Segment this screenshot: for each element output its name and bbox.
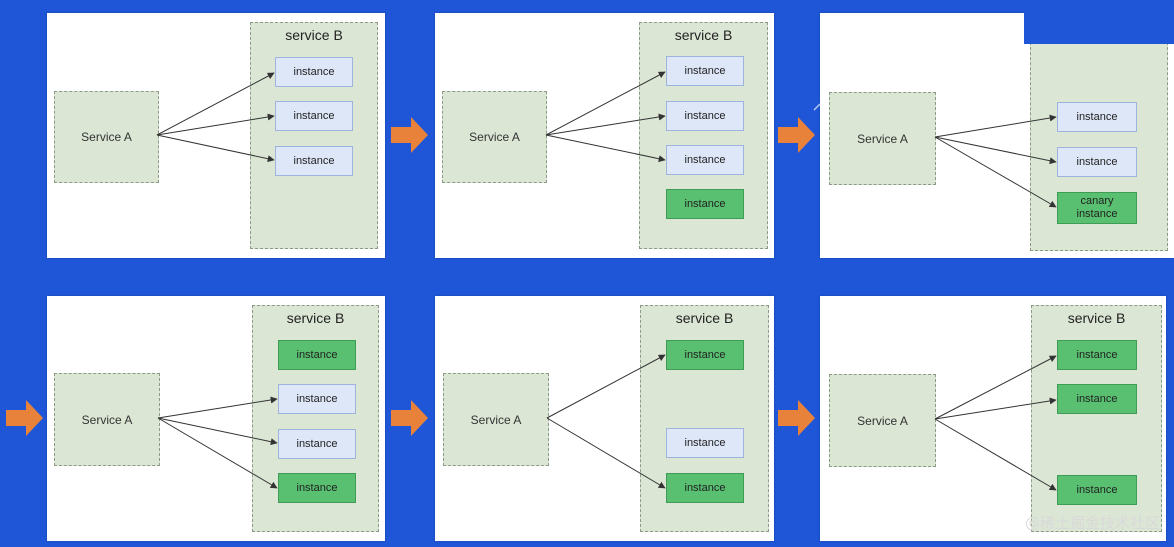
- instance-box: instance: [1057, 102, 1137, 132]
- flow-arrow-icon: [391, 400, 428, 436]
- service-b-title: service B: [674, 27, 733, 43]
- service-a-box: Service A: [829, 374, 936, 467]
- service-a-box: Service A: [54, 373, 160, 466]
- flow-arrow-icon: [778, 117, 815, 153]
- service-b-title: service B: [286, 310, 345, 326]
- instance-box: instance: [278, 429, 356, 459]
- instance-box: instance: [278, 384, 356, 414]
- flow-arrow-icon: [6, 400, 43, 436]
- instance-box: instance: [666, 56, 744, 86]
- instance-box: instance: [275, 101, 353, 131]
- new-instance-box: instance: [1057, 475, 1137, 505]
- instance-box: instance: [1057, 147, 1137, 177]
- new-instance-box: instance: [666, 189, 744, 219]
- instance-box: instance: [666, 428, 744, 458]
- canary-instance-box: canary instance: [1057, 192, 1137, 224]
- new-instance-box: instance: [278, 340, 356, 370]
- service-a-box: Service A: [54, 91, 159, 183]
- new-instance-box: instance: [1057, 340, 1137, 370]
- instance-box: instance: [275, 146, 353, 176]
- new-instance-box: instance: [278, 473, 356, 503]
- new-instance-box: instance: [1057, 384, 1137, 414]
- service-a-box: Service A: [442, 91, 547, 183]
- new-instance-box: instance: [666, 473, 744, 503]
- service-b-title: service B: [285, 27, 343, 43]
- service-b-title: service B: [1067, 310, 1126, 326]
- instance-box: instance: [666, 101, 744, 131]
- corner-overlay: [1024, 0, 1174, 44]
- watermark: @稀土掘金技术社区: [1024, 514, 1160, 532]
- pen-mark-icon: [813, 103, 821, 111]
- service-a-box: Service A: [829, 92, 936, 185]
- service-a-box: Service A: [443, 373, 549, 466]
- service-b-title: service B: [675, 310, 734, 326]
- instance-box: instance: [275, 57, 353, 87]
- flow-arrow-icon: [391, 117, 428, 153]
- instance-box: instance: [666, 145, 744, 175]
- flow-arrow-icon: [778, 400, 815, 436]
- new-instance-box: instance: [666, 340, 744, 370]
